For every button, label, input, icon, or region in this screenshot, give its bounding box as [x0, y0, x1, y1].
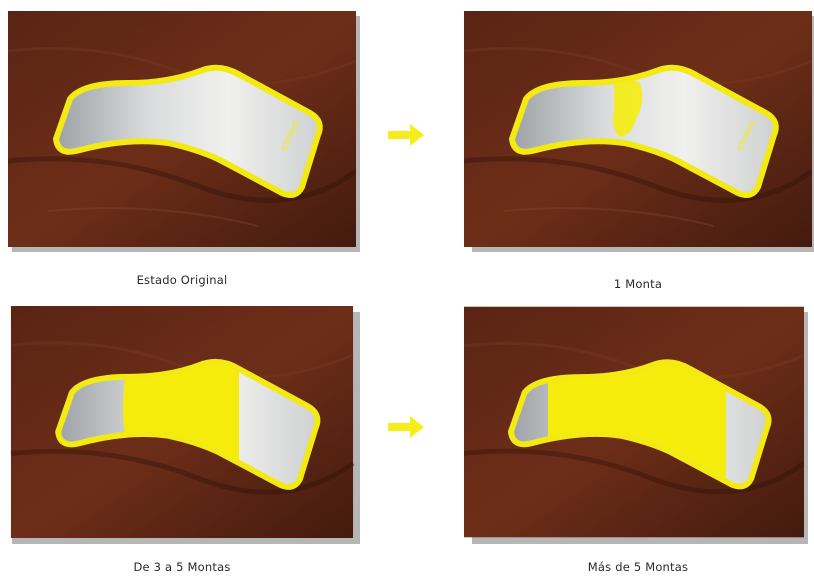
panel-una-monta: ESTRUS: [464, 11, 812, 247]
hide-patch-image: [8, 306, 356, 538]
panel-estado-original: ESTRUS: [8, 11, 356, 247]
hide-patch-image: [464, 306, 804, 538]
panel-tres-cinco-montas: [8, 306, 356, 538]
hide-patch-image: ESTRUS: [8, 11, 356, 247]
panel-mas-cinco-montas: [464, 306, 804, 538]
caption-mas-cinco-montas: Más de 5 Montas: [464, 560, 812, 574]
caption-tres-cinco-montas: De 3 a 5 Montas: [8, 560, 356, 574]
hide-patch-image: ESTRUS: [464, 11, 812, 247]
caption-una-monta: 1 Monta: [464, 277, 812, 291]
right-arrow-icon: [388, 124, 424, 146]
caption-estado-original: Estado Original: [8, 273, 356, 287]
right-arrow-icon: [388, 416, 424, 438]
